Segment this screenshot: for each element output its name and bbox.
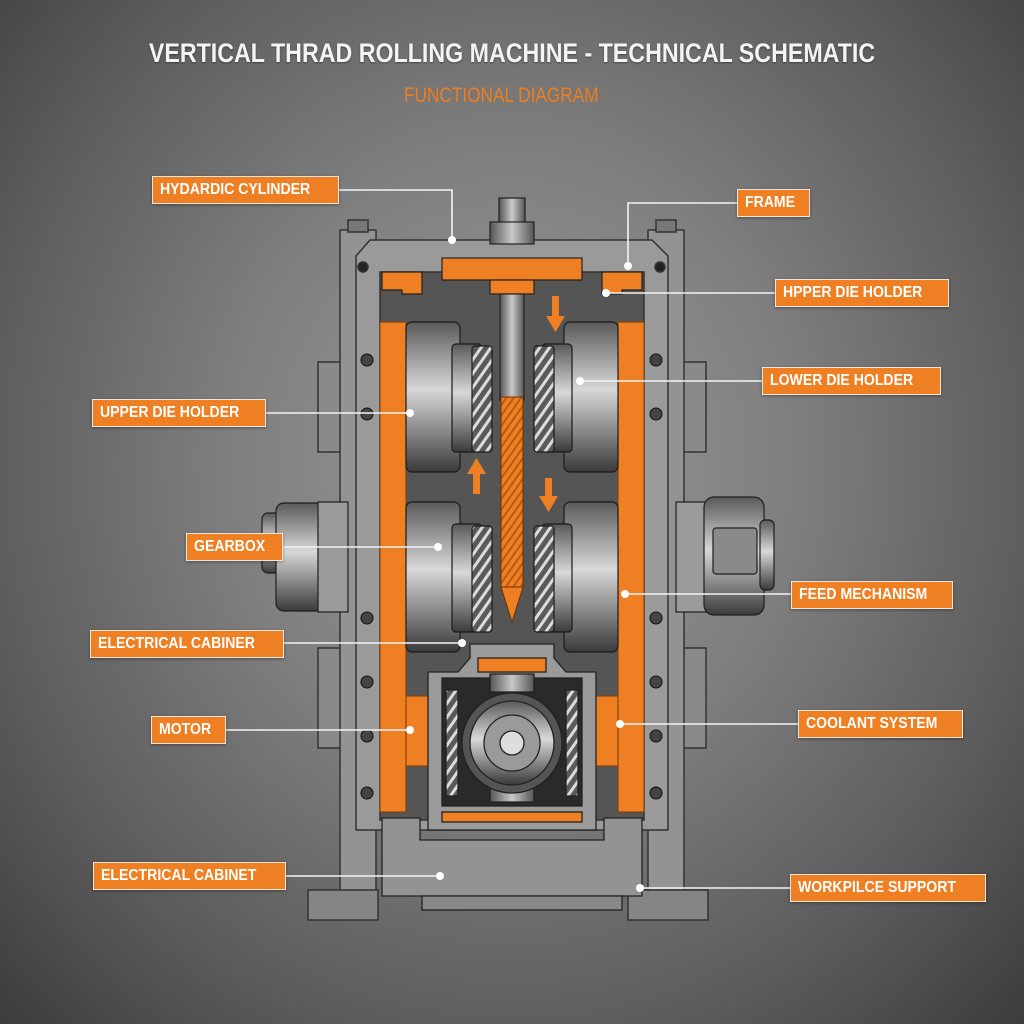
page-title: VERTICAL THRAD ROLLING MACHINE - TECHNIC…	[148, 38, 876, 68]
label-text: FEED MECHANISM	[799, 586, 928, 603]
label-gearbox: GEARBOX	[186, 533, 283, 561]
label-text: MOTOR	[159, 721, 212, 738]
label-text: HPPER DIE HOLDER	[783, 284, 923, 301]
label-upper-die-holder: UPPER DIE HOLDER	[92, 399, 267, 427]
label-text: ELECTRICAL CABINET	[101, 867, 257, 884]
label-feed-mechanism: FEED MECHANISM	[791, 581, 953, 609]
label-text: HYDARDIC CYLINDER	[160, 181, 311, 198]
threaded-workpiece	[500, 396, 524, 624]
leader-dots	[406, 236, 644, 892]
label-text: WORKPILCE SUPPORT	[798, 879, 957, 896]
label-text: FRAME	[745, 194, 796, 211]
down-arrow-icon	[546, 296, 565, 332]
page-subtitle: FUNCTIONAL DIAGRAM	[404, 84, 599, 107]
label-electrical-cabiner: ELECTRICAL CABINER	[90, 630, 285, 658]
label-text: LOWER DIE HOLDER	[770, 372, 914, 389]
down-arrow-icon	[539, 478, 558, 512]
label-lower-die-holder: LOWER DIE HOLDER	[762, 367, 941, 395]
lower-die-rollers	[405, 501, 619, 653]
label-text: ELECTRICAL CABINER	[98, 635, 255, 652]
label-workpiece-support: WORKPILCE SUPPORT	[790, 874, 986, 902]
bolts	[360, 353, 663, 800]
motion-arrows	[467, 296, 565, 512]
leader-lines	[216, 189, 798, 889]
up-arrow-icon	[467, 458, 486, 494]
label-coolant-system: COOLANT SYSTEM	[798, 710, 964, 738]
label-electrical-cabinet: ELECTRICAL CABINET	[93, 862, 286, 890]
base	[381, 817, 643, 911]
label-frame: FRAME	[737, 189, 810, 217]
label-hydraulic-cylinder: HYDARDIC CYLINDER	[152, 176, 339, 204]
side-motors	[261, 496, 775, 616]
label-text: UPPER DIE HOLDER	[100, 404, 240, 421]
gear-train	[427, 643, 597, 831]
label-text: GEARBOX	[194, 538, 266, 555]
label-motor: MOTOR	[151, 716, 227, 744]
label-text: COOLANT SYSTEM	[806, 715, 938, 732]
upper-die-rollers	[405, 321, 619, 473]
hydraulic-ram	[381, 197, 643, 401]
label-hpper-die-holder: HPPER DIE HOLDER	[775, 279, 950, 307]
